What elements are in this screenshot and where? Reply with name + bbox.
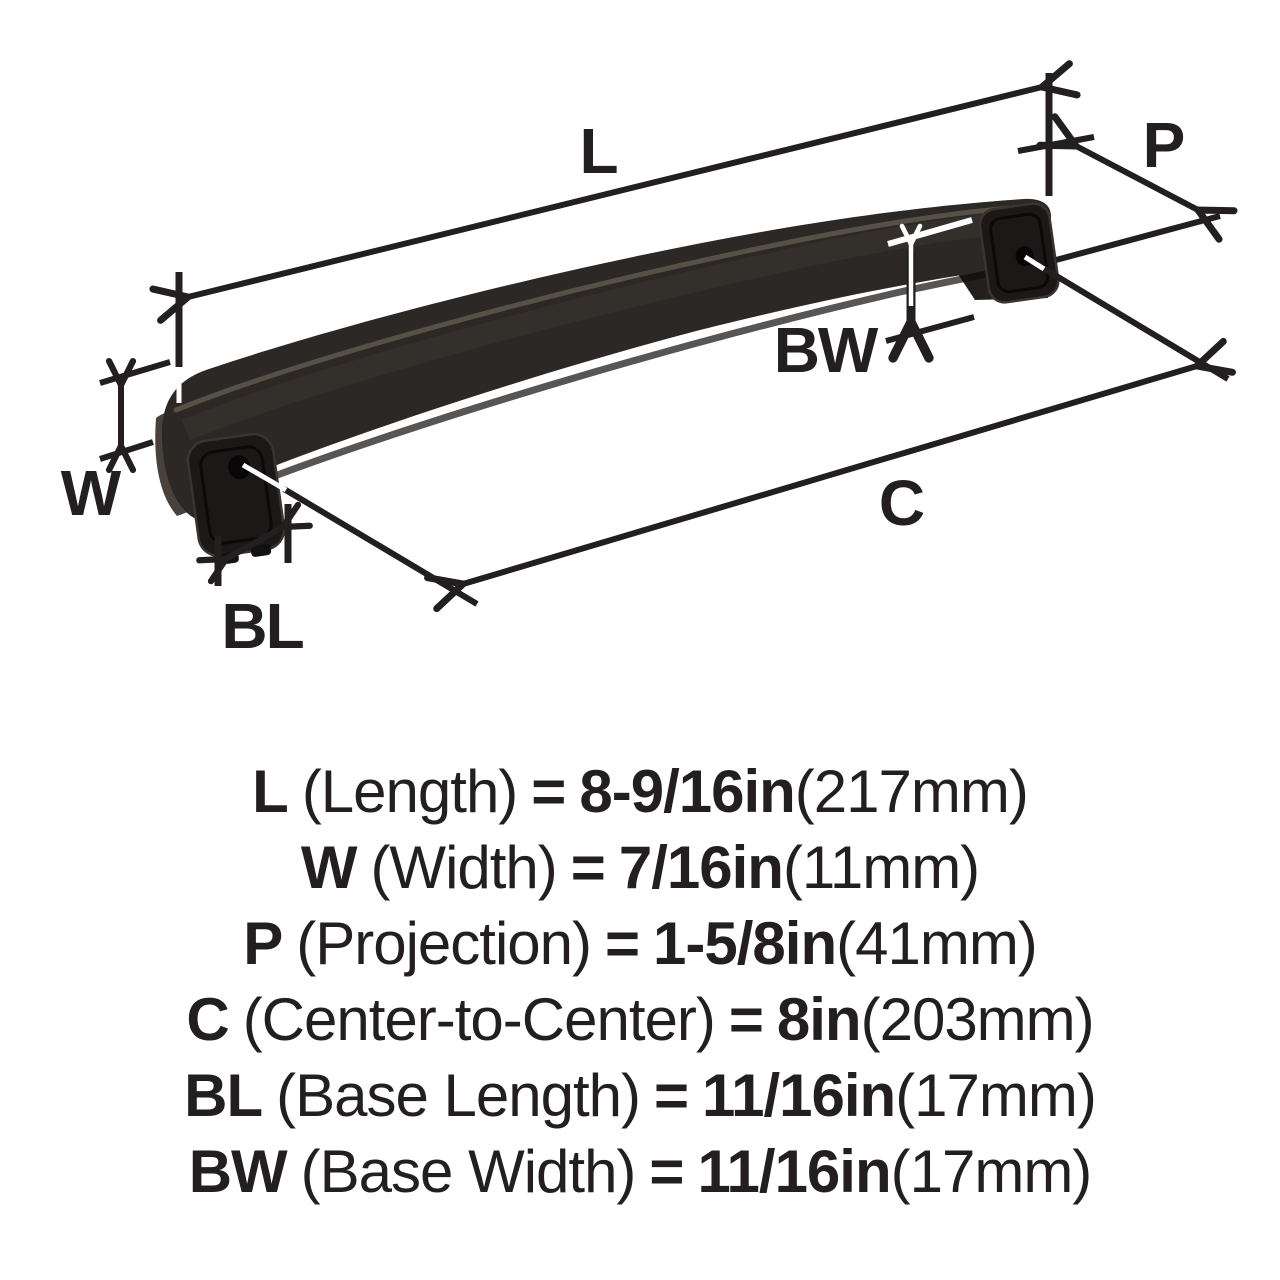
- dim-label-w: W: [61, 457, 122, 529]
- spec-block: L(Length)=8-9/16in(217mm) W(Width)=7/16i…: [0, 754, 1280, 1210]
- spec-abbr: W: [300, 834, 358, 901]
- spec-abbr: C: [186, 986, 229, 1053]
- w-tick-top: [99, 359, 171, 386]
- spec-name: (Base Length): [276, 1062, 641, 1129]
- spec-abbr: P: [243, 910, 283, 977]
- l-arrow: [188, 87, 1042, 297]
- spec-imperial: 1-5/8in: [653, 910, 837, 977]
- c-arrow: [463, 366, 1197, 584]
- spec-name: (Length): [301, 758, 518, 825]
- left-base-plate: [186, 432, 286, 565]
- spec-equals: =: [649, 1138, 684, 1205]
- dimension-c: [282, 265, 1230, 607]
- spec-metric: (217mm): [794, 758, 1029, 825]
- spec-equals: =: [654, 1062, 689, 1129]
- left-screw-hole: [228, 455, 251, 480]
- spec-name: (Projection): [296, 910, 592, 977]
- dimension-letters: L P W BW C BL: [61, 109, 1186, 662]
- spec-metric: (41mm): [836, 910, 1038, 977]
- spec-imperial: 11/16in: [702, 1062, 896, 1129]
- dim-label-p: P: [1143, 109, 1184, 181]
- white-overlays: [176, 217, 1046, 493]
- spec-equals: =: [728, 986, 764, 1053]
- c-extension-left: [282, 486, 479, 607]
- spec-row-base-width: BW(Base Width)=11/16in(17mm): [0, 1134, 1280, 1210]
- spec-metric: (17mm): [895, 1062, 1097, 1129]
- dim-label-bl: BL: [221, 590, 303, 662]
- spec-equals: =: [531, 758, 566, 825]
- spec-imperial: 8in: [776, 986, 862, 1053]
- spec-imperial: 7/16in: [618, 834, 784, 901]
- c-leader-left-white: [241, 462, 288, 493]
- spec-row-base-length: BL(Base Length)=11/16in(17mm): [0, 1058, 1280, 1134]
- c-leader-right-white: [1023, 254, 1046, 272]
- p-arrow: [1076, 146, 1198, 210]
- spec-abbr: BL: [184, 1062, 263, 1129]
- spec-metric: (203mm): [860, 986, 1095, 1053]
- spec-row-center-to-center: C(Center-to-Center)=8in(203mm): [0, 982, 1280, 1058]
- dim-label-bw: BW: [774, 314, 879, 386]
- dim-label-l: L: [579, 115, 617, 187]
- dimension-bl: [218, 504, 288, 586]
- right-base-plate: [978, 202, 1060, 304]
- spec-abbr: BW: [188, 1138, 288, 1205]
- spec-name: (Center-to-Center): [242, 986, 716, 1053]
- p-baseline-lower: [1055, 213, 1221, 263]
- spec-imperial: 8-9/16in: [579, 758, 795, 825]
- dimension-w: [99, 359, 171, 459]
- spec-equals: =: [605, 910, 640, 977]
- spec-metric: (17mm): [890, 1138, 1093, 1205]
- spec-imperial: 11/16in: [697, 1138, 891, 1205]
- spec-metric: (11mm): [782, 834, 980, 901]
- bl-arrow: [226, 527, 283, 559]
- spec-name: (Base Width): [300, 1138, 637, 1205]
- dimension-p: [1017, 137, 1221, 263]
- dim-label-c: C: [879, 467, 924, 539]
- spec-equals: =: [570, 834, 606, 901]
- spec-row-width: W(Width)=7/16in(11mm): [0, 830, 1280, 906]
- spec-row-length: L(Length)=8-9/16in(217mm): [0, 754, 1280, 830]
- c-extension-right: [1041, 265, 1230, 382]
- bw-tick-bottom: [885, 314, 975, 344]
- spec-name: (Width): [370, 834, 557, 901]
- spec-abbr: L: [252, 758, 289, 825]
- spec-row-projection: P(Projection)=1-5/8in(41mm): [0, 906, 1280, 982]
